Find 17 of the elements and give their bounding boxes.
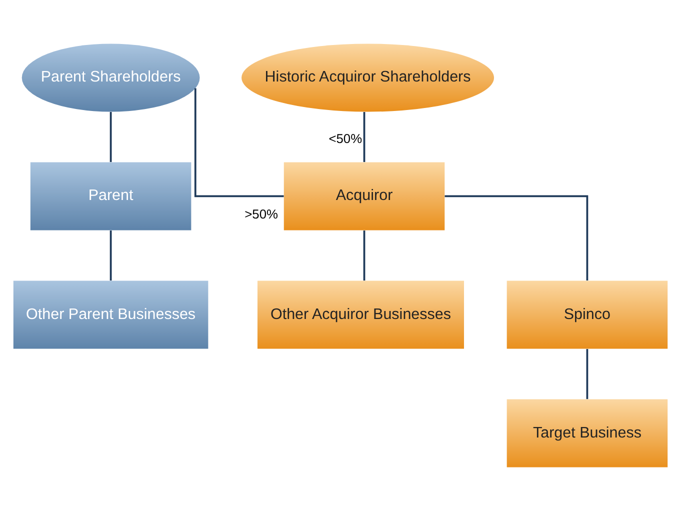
- connector: [194, 88, 284, 197]
- connector: [363, 112, 366, 162]
- edge-label: <50%: [328, 130, 362, 146]
- connector: [444, 194, 588, 280]
- node-box: Target Business: [506, 398, 668, 467]
- node-ellipse: Parent Shareholders: [22, 43, 200, 112]
- connector: [363, 230, 366, 280]
- node-box: Acquiror: [284, 162, 445, 230]
- connector: [110, 112, 112, 162]
- node-box: Other Acquiror Businesses: [257, 280, 464, 348]
- node-box: Spinco: [506, 280, 668, 348]
- node-box: Other Parent Businesses: [13, 280, 208, 348]
- edge-label: >50%: [244, 206, 278, 221]
- connector: [110, 230, 112, 280]
- node-box: Parent: [30, 162, 192, 230]
- node-ellipse: Historic Acquiror Shareholders: [242, 43, 494, 112]
- connector: [586, 348, 588, 399]
